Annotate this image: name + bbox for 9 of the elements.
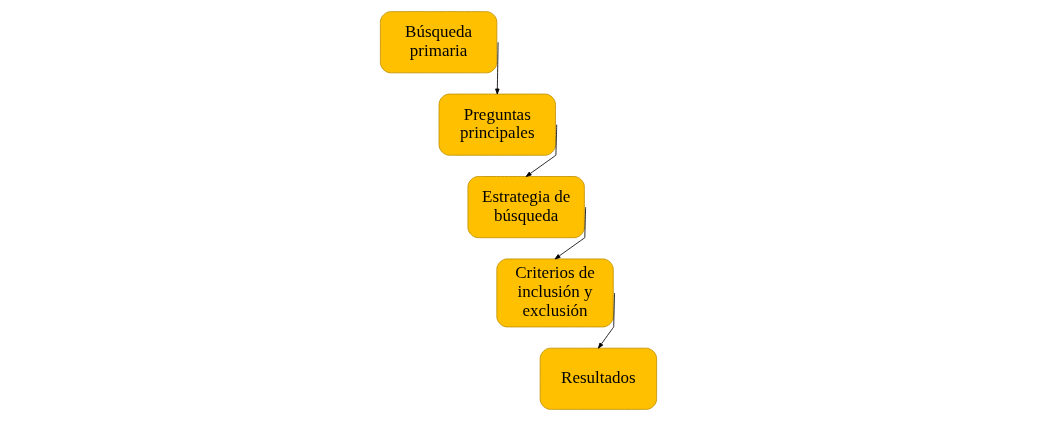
node-box: Estrategia de búsqueda: [467, 176, 585, 239]
node-box: Resultados: [539, 347, 658, 410]
node-box: Búsqueda primaria: [379, 11, 498, 74]
arrow: [597, 292, 615, 349]
arrow: [554, 206, 587, 260]
arrow: [525, 124, 558, 177]
node-box: Preguntas principales: [438, 93, 556, 156]
arrow: [495, 41, 500, 95]
node-box: Criterios de inclusión y exclusión: [496, 258, 614, 328]
